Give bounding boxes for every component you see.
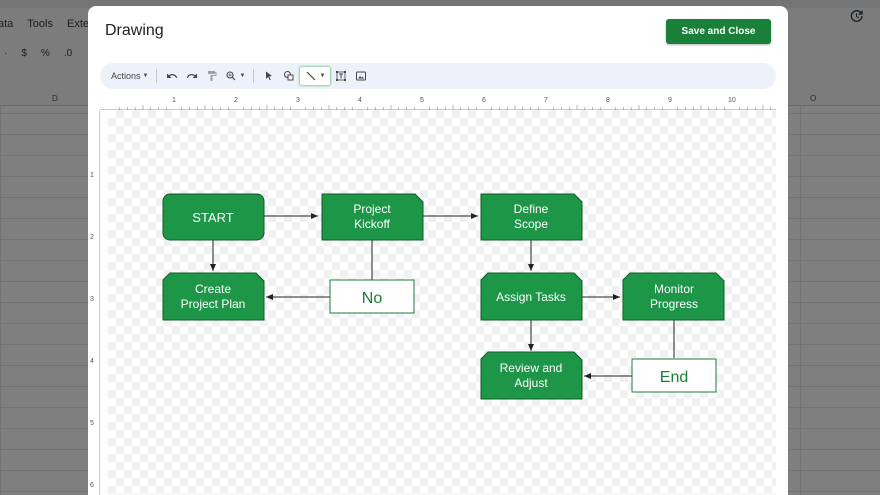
image-button[interactable] [351,66,371,86]
shape-icon [284,71,294,81]
node-no-label: No [362,290,383,307]
node-no[interactable]: No [329,279,415,314]
ruler-h-9: 9 [668,97,672,104]
shape-button[interactable] [279,66,299,86]
paint-format-button[interactable] [202,66,222,86]
paint-format-icon [208,71,217,81]
node-kickoff-line2: Kickoff [354,217,390,231]
zoom-chevron-icon: ▼ [239,73,246,79]
redo-icon [187,73,198,78]
node-define-line2: Scope [514,217,548,231]
ruler-v-3: 3 [90,296,94,303]
node-project-kickoff[interactable]: Project Kickoff [321,193,424,241]
node-create-project-plan[interactable]: Create Project Plan [162,272,265,321]
toolbar-divider [253,69,255,83]
image-icon [356,71,367,81]
node-start-label: START [192,210,233,225]
drawing-toolbar: Actions ▼ ▼ ▼ [100,63,776,89]
dialog-title: Drawing [105,22,164,39]
node-monitor-line1: Monitor [654,282,694,296]
line-button[interactable]: ▼ [299,66,332,86]
node-create-line2: Project Plan [181,297,246,311]
ruler-h-10: 10 [728,97,736,104]
undo-button[interactable] [162,66,182,86]
line-chevron-icon: ▼ [319,73,326,79]
actions-label: Actions [111,71,141,81]
node-assign-label: Assign Tasks [496,290,566,304]
node-end-label: End [660,369,688,386]
redo-button[interactable] [182,66,202,86]
node-monitor-line2: Progress [650,297,698,311]
node-create-line1: Create [195,282,231,296]
line-icon [307,71,316,81]
zoom-button[interactable]: ▼ [222,66,248,86]
drawing-dialog: Drawing Save and Close Actions ▼ ▼ ▼ [88,6,788,495]
node-start[interactable]: START [162,193,265,241]
node-review-line2: Adjust [514,376,548,390]
node-define-line1: Define [514,202,549,216]
save-and-close-button[interactable]: Save and Close [666,19,771,44]
ruler-h-4: 4 [358,97,362,104]
toolbar-divider [156,69,158,83]
ruler-ticks [119,105,772,110]
horizontal-ruler: 1 2 3 4 5 6 7 8 9 10 [100,96,776,110]
vertical-ruler: 1 2 3 4 5 6 [88,110,100,495]
node-end[interactable]: End [631,358,717,393]
ruler-h-1: 1 [172,97,176,104]
text-box-icon [336,71,347,81]
drawing-canvas[interactable]: START Project Kickoff Define Scope Creat… [108,110,776,495]
ruler-h-8: 8 [606,97,610,104]
ruler-h-2: 2 [234,97,238,104]
ruler-v-4: 4 [90,358,94,365]
node-kickoff-line1: Project [353,202,391,216]
select-icon [266,71,273,81]
ruler-v-5: 5 [90,420,94,427]
zoom-icon [226,71,236,81]
ruler-v-1: 1 [90,172,94,179]
ruler-v-2: 2 [90,234,94,241]
node-define-scope[interactable]: Define Scope [480,193,583,241]
node-assign-tasks[interactable]: Assign Tasks [480,272,583,321]
chevron-down-icon: ▼ [142,73,149,79]
undo-icon [167,73,178,78]
select-button[interactable] [259,66,279,86]
ruler-h-5: 5 [420,97,424,104]
ruler-h-7: 7 [544,97,548,104]
node-monitor-progress[interactable]: Monitor Progress [622,272,725,321]
text-box-button[interactable] [331,66,351,86]
ruler-h-3: 3 [296,97,300,104]
actions-menu[interactable]: Actions ▼ [108,66,151,86]
ruler-h-6: 6 [482,97,486,104]
ruler-v-6: 6 [90,482,94,489]
flowchart: START Project Kickoff Define Scope Creat… [162,193,725,400]
node-review-and-adjust[interactable]: Review and Adjust [480,351,583,400]
node-review-line1: Review and [500,361,563,375]
